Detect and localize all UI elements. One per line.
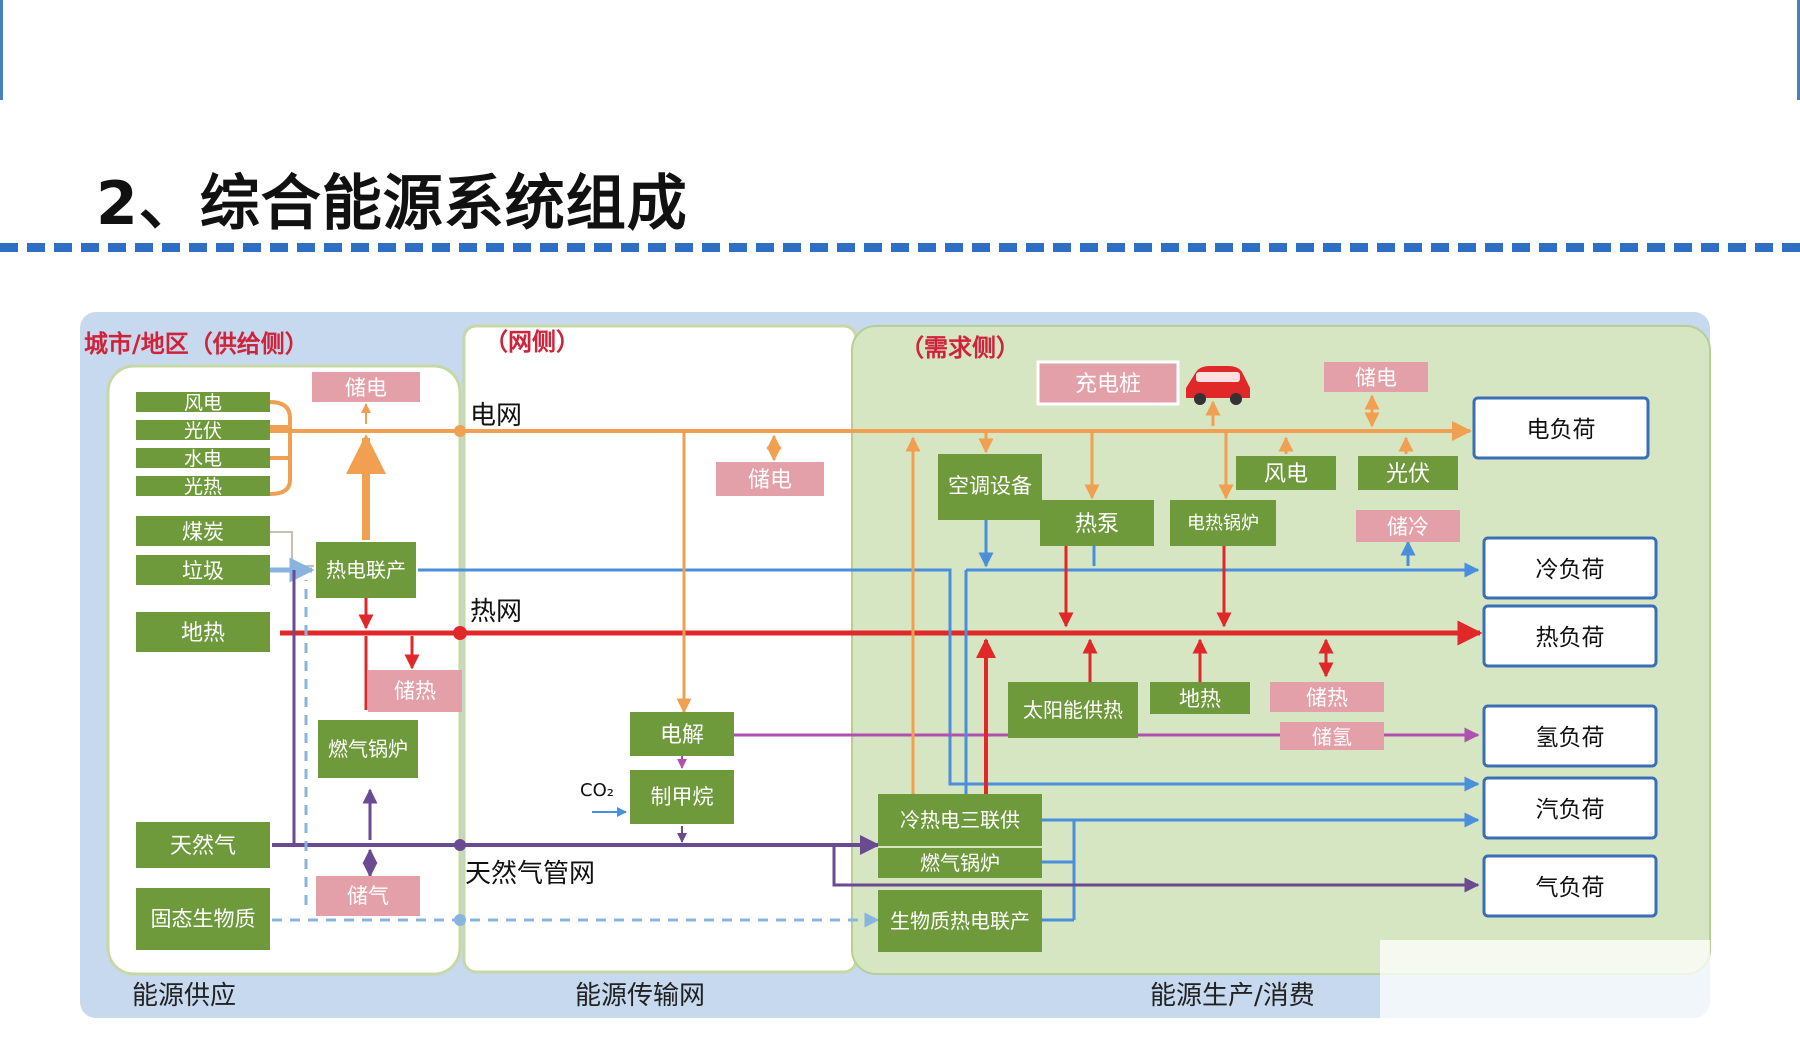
storage-h2-label: 储氢 xyxy=(1312,725,1352,749)
source-waste-box: 垃圾 xyxy=(136,555,270,585)
cchp-box: 冷热电三联供 xyxy=(878,794,1042,846)
demand-geothermal-box: 地热 xyxy=(1150,682,1250,714)
supply-header: 城市/地区（供给侧） xyxy=(84,330,309,358)
source-natural-gas-box: 天然气 xyxy=(136,822,270,868)
supply-chp-label: 热电联产 xyxy=(326,558,406,582)
power-bus-node xyxy=(454,425,466,437)
ac-unit-box: 空调设备 xyxy=(938,454,1042,520)
grid-header: （网侧） xyxy=(484,328,580,356)
supply-storage-heat-label: 储热 xyxy=(394,679,436,703)
load-steam-box: 汽负荷 xyxy=(1482,776,1658,840)
solar-heat-label: 太阳能供热 xyxy=(1023,698,1123,722)
load-hydrogen-box: 氢负荷 xyxy=(1482,704,1658,768)
demand-pv-label: 光伏 xyxy=(1386,462,1430,487)
load-hydrogen-label: 氢负荷 xyxy=(1536,725,1605,751)
co2-label: CO₂ xyxy=(580,780,614,801)
ac-unit-label: 空调设备 xyxy=(948,474,1032,498)
demand-footer: 能源生产/消费 xyxy=(1150,981,1315,1011)
source-waste-label: 垃圾 xyxy=(182,559,224,583)
load-electric-label: 电负荷 xyxy=(1527,417,1596,443)
demand-header: （需求侧） xyxy=(900,334,1020,362)
grid-methanation-label: 制甲烷 xyxy=(651,785,714,809)
cchp-label: 冷热电三联供 xyxy=(900,808,1020,832)
supply-footer: 能源供应 xyxy=(132,981,236,1011)
grid-electrolysis-box: 电解 xyxy=(630,712,734,756)
car-icon xyxy=(1186,366,1250,405)
source-wind-box: 风电 xyxy=(136,392,270,414)
source-pv-label: 光伏 xyxy=(184,420,222,442)
biomass-bus-node xyxy=(454,914,466,926)
load-cooling-box: 冷负荷 xyxy=(1482,536,1658,600)
source-coal-label: 煤炭 xyxy=(182,520,224,544)
source-solar-thermal-label: 光热 xyxy=(184,476,222,498)
grid-electrolysis-label: 电解 xyxy=(660,723,704,748)
supply-gas-boiler-label: 燃气锅炉 xyxy=(328,737,408,761)
charging-pile-label: 充电桩 xyxy=(1075,372,1141,397)
heat-pump-label: 热泵 xyxy=(1075,512,1119,537)
supply-storage-gas-label: 储气 xyxy=(347,884,389,908)
demand-pv-box: 光伏 xyxy=(1358,456,1458,490)
electric-boiler-label: 电热锅炉 xyxy=(1187,513,1259,534)
demand-storage-heat-box: 储热 xyxy=(1270,682,1384,712)
gas-pipeline-label: 天然气管网 xyxy=(465,859,595,889)
supply-storage-gas-box: 储气 xyxy=(316,876,420,916)
supply-storage-power-label: 储电 xyxy=(345,376,387,400)
load-gas-label: 气负荷 xyxy=(1536,875,1605,901)
demand-gas-boiler-label: 燃气锅炉 xyxy=(920,851,1000,875)
heat-network-label: 热网 xyxy=(470,597,522,627)
demand-storage-power-label: 储电 xyxy=(1355,366,1397,390)
grid-methanation-box: 制甲烷 xyxy=(630,770,734,824)
storage-cold-box: 储冷 xyxy=(1356,510,1460,542)
supply-chp-box: 热电联产 xyxy=(316,542,416,598)
slide-title: 2、综合能源系统组成 xyxy=(96,169,688,239)
source-hydro-label: 水电 xyxy=(184,448,222,470)
source-coal-box: 煤炭 xyxy=(136,516,270,546)
biomass-chp-label: 生物质热电联产 xyxy=(890,909,1030,933)
electric-boiler-box: 电热锅炉 xyxy=(1170,500,1276,546)
source-geothermal-box: 地热 xyxy=(136,612,270,652)
heat-pump-box: 热泵 xyxy=(1040,500,1154,546)
source-biomass-label: 固态生物质 xyxy=(151,907,256,931)
load-heat-box: 热负荷 xyxy=(1482,604,1658,668)
demand-storage-heat-label: 储热 xyxy=(1306,686,1348,710)
supply-storage-heat-box: 储热 xyxy=(368,670,462,712)
grid-footer: 能源传输网 xyxy=(575,981,705,1011)
load-electric-box: 电负荷 xyxy=(1472,396,1650,460)
source-hydro-box: 水电 xyxy=(136,448,270,470)
source-pv-box: 光伏 xyxy=(136,420,270,442)
grid-storage-power-label: 储电 xyxy=(748,468,792,493)
supply-gas-boiler-box: 燃气锅炉 xyxy=(318,720,418,778)
load-steam-label: 汽负荷 xyxy=(1536,797,1605,823)
storage-h2-box: 储氢 xyxy=(1280,722,1384,750)
source-solar-thermal-box: 光热 xyxy=(136,476,270,498)
demand-storage-power-box: 储电 xyxy=(1324,362,1428,392)
biomass-chp-box: 生物质热电联产 xyxy=(878,890,1042,952)
supply-storage-power-box: 储电 xyxy=(312,372,420,402)
storage-cold-label: 储冷 xyxy=(1387,515,1429,539)
demand-wind-label: 风电 xyxy=(1264,462,1308,487)
heat-bus-node xyxy=(453,626,467,640)
load-heat-label: 热负荷 xyxy=(1536,625,1605,651)
demand-geothermal-label: 地热 xyxy=(1179,687,1221,711)
load-cooling-label: 冷负荷 xyxy=(1536,557,1605,583)
source-natural-gas-label: 天然气 xyxy=(170,834,236,859)
right-edge-line xyxy=(1797,0,1800,100)
title-divider xyxy=(0,243,1800,252)
gas-to-gas-load xyxy=(832,845,1480,893)
source-wind-label: 风电 xyxy=(184,392,222,414)
source-biomass-box: 固态生物质 xyxy=(136,888,270,950)
renewables-bracket xyxy=(269,400,292,496)
grid-storage-power-box: 储电 xyxy=(716,462,824,496)
source-geothermal-label: 地热 xyxy=(181,621,225,646)
demand-gas-boiler-box: 燃气锅炉 xyxy=(878,848,1042,878)
charging-pile-box: 充电桩 xyxy=(1036,360,1180,406)
gas-bus-node xyxy=(454,839,466,851)
power-grid-label: 电网 xyxy=(470,401,522,431)
demand-wind-box: 风电 xyxy=(1236,456,1336,490)
left-edge-line xyxy=(0,0,3,100)
solar-heat-box: 太阳能供热 xyxy=(1008,682,1138,738)
bottom-right-fade xyxy=(1380,940,1710,1018)
load-gas-box: 气负荷 xyxy=(1482,854,1658,918)
